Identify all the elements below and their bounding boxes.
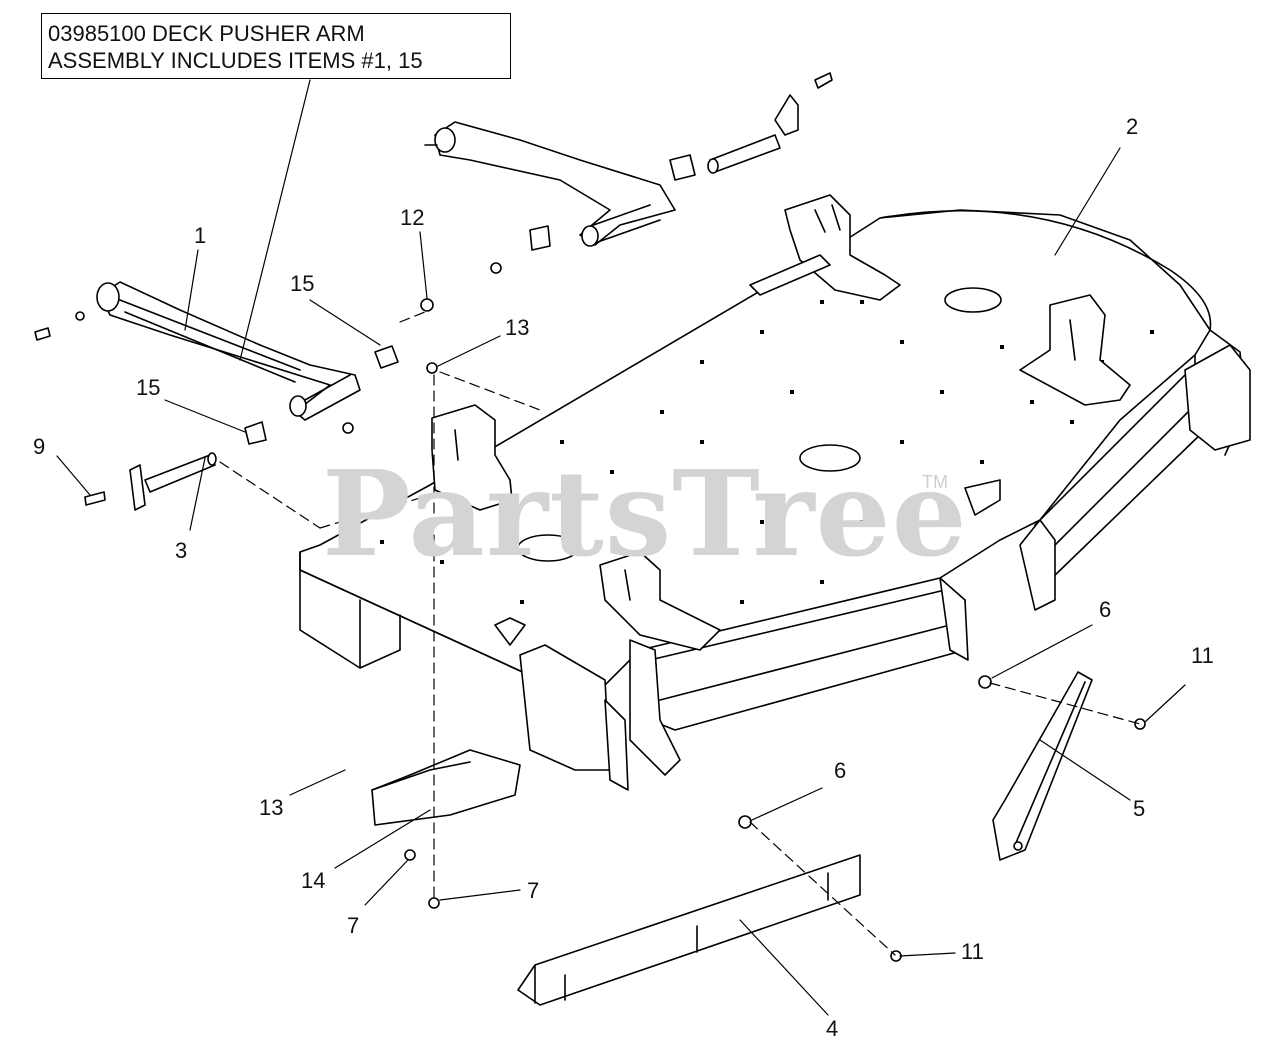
assembly-dashed-lines: [219, 309, 1141, 956]
callout-11-upper: 11: [1191, 643, 1214, 668]
callout-13-upper: 13: [505, 315, 530, 340]
deck-plate: [299, 209, 1251, 791]
callout-3: 3: [175, 538, 188, 563]
assembly-note-box: 03985100 DECK PUSHER ARM ASSEMBLY INCLUD…: [41, 13, 511, 79]
callout-6-upper: 6: [1099, 597, 1112, 622]
callout-5: 5: [1133, 796, 1146, 821]
watermark-text: PartsTree: [322, 444, 968, 583]
deck-mount-brackets: [431, 194, 1131, 651]
front-baffle: [517, 854, 861, 1006]
callout-15-lower: 15: [136, 375, 161, 400]
note-line-2: ASSEMBLY INCLUDES ITEMS #1, 15: [48, 48, 423, 73]
watermark-trademark: TM: [922, 472, 948, 492]
chute-deflector: [371, 749, 521, 826]
hardware-fasteners: [342, 298, 1146, 962]
leader-lines: [56, 79, 1186, 1016]
callout-4: 4: [826, 1016, 839, 1041]
callout-2: 2: [1126, 114, 1139, 139]
side-baffle: [992, 671, 1093, 861]
callout-7-left: 7: [347, 913, 360, 938]
callout-1: 1: [194, 223, 207, 248]
rear-pusher-arm: [424, 72, 833, 274]
note-line-1: 03985100 DECK PUSHER ARM: [48, 21, 365, 46]
callout-7-right: 7: [527, 878, 540, 903]
callout-13-lower: 13: [259, 795, 284, 820]
callout-14: 14: [301, 868, 326, 893]
callout-11-lower: 11: [961, 939, 984, 964]
callout-6-lower: 6: [834, 758, 847, 783]
callout-15-upper: 15: [290, 271, 315, 296]
callout-9: 9: [33, 434, 46, 459]
callout-12: 12: [400, 205, 425, 230]
front-pusher-arm: [34, 281, 399, 511]
